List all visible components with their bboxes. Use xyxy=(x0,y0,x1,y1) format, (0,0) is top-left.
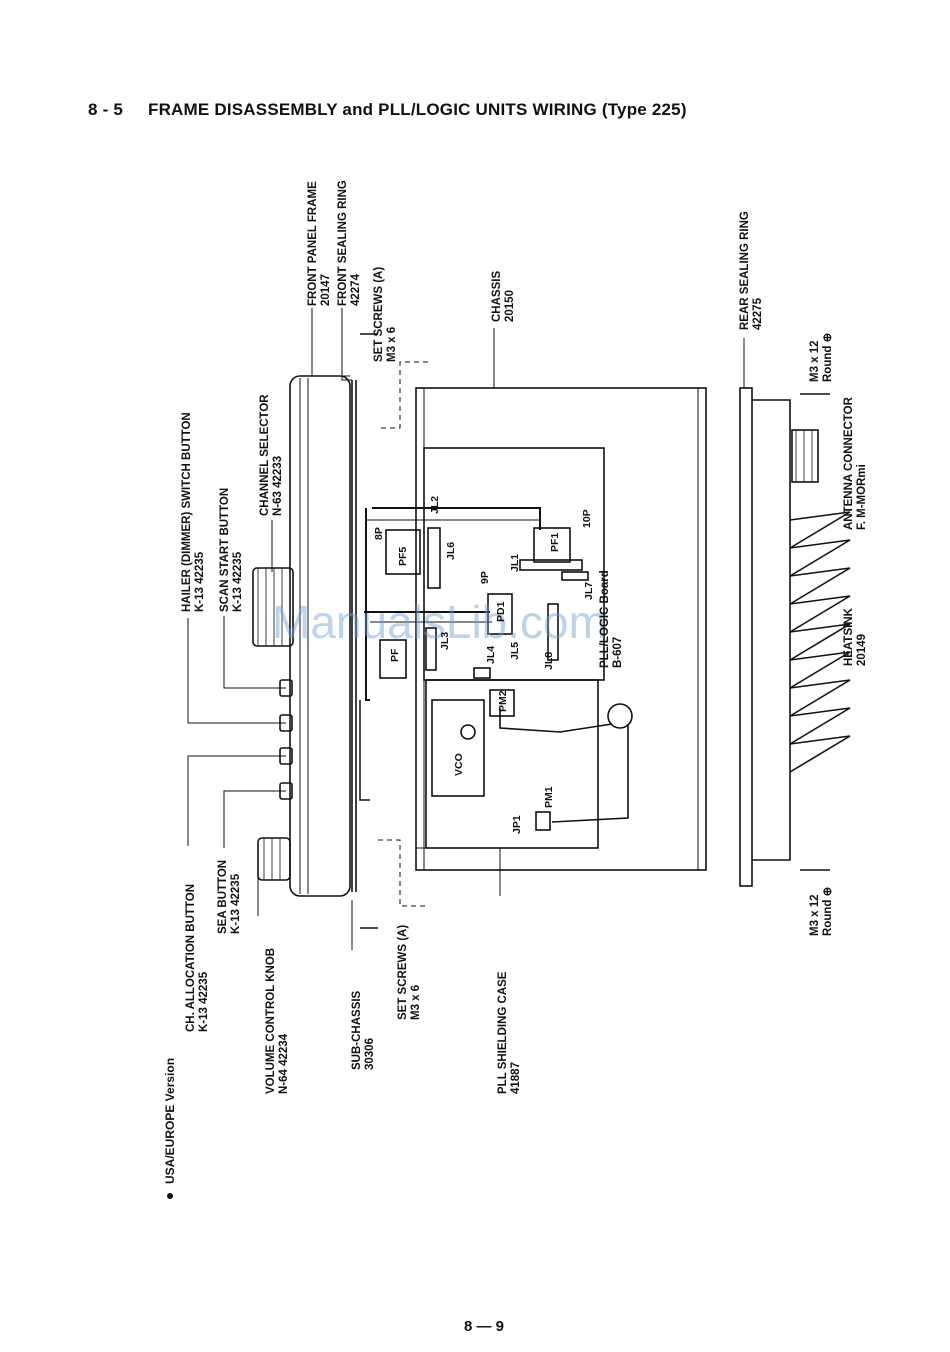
sea-button-line-1: K-13 42235 xyxy=(230,873,242,934)
antenna-connector-line-1: F. M-MORmi xyxy=(856,464,868,530)
board-label-pm2: PM2 xyxy=(497,690,509,712)
page-number: 8 — 9 xyxy=(464,1318,505,1335)
board-label-jl5: JL5 xyxy=(509,642,521,660)
board-label-jl8: JL8 xyxy=(543,652,555,670)
hailer-line-0: HAILER (DIMMER) SWITCH BUTTON xyxy=(181,412,193,612)
board-label-jl4: JL4 xyxy=(485,646,497,664)
sub-chassis-line-0: SUB-CHASSIS xyxy=(351,990,363,1070)
volume-knob-line-1: N-64 42234 xyxy=(278,1033,290,1094)
set-screws-bottom-label: SET SCREWS (A)M3 x 6 xyxy=(397,925,422,1020)
board-label-jp1: JP1 xyxy=(511,815,523,834)
board-label-pf5: PF5 xyxy=(397,547,409,566)
m3-bottom-line-0: M3 x 12 xyxy=(809,894,821,936)
board-label-pd1: PD1 xyxy=(495,601,507,622)
version-note: USA/EUROPE Version xyxy=(163,1058,177,1199)
channel-selector-line-0: CHANNEL SELECTOR xyxy=(259,394,271,516)
section-heading: 8 - 5 FRAME DISASSEMBLY and PLL/LOGIC UNI… xyxy=(88,100,687,120)
drawing-lines xyxy=(187,308,851,950)
m3-bottom-label: M3 x 12Round ⊕ xyxy=(809,886,834,936)
m3-top-line-0: M3 x 12 xyxy=(809,340,821,382)
hailer-line-1: K-13 42235 xyxy=(194,551,206,612)
front-sealing-ring-line-0: FRONT SEALING RING xyxy=(337,180,349,306)
set-screws-bottom-line-1: M3 x 6 xyxy=(410,985,422,1020)
heatsink-line-0: HEATSINK xyxy=(843,607,855,666)
front-panel-frame-line-0: FRONT PANEL FRAME xyxy=(307,181,319,306)
front-sealing-ring-label: FRONT SEALING RING42274 xyxy=(337,180,362,306)
pll-logic-board-line-0: PLL/LOGIC Board xyxy=(599,570,611,668)
pll-shielding-line-1: 41887 xyxy=(510,1062,522,1094)
chassis-label: CHASSIS20150 xyxy=(491,271,516,322)
pll-shielding-line-0: PLL SHIELDING CASE xyxy=(497,971,509,1094)
front-panel-frame-label: FRONT PANEL FRAME20147 xyxy=(307,181,332,306)
board-label-jl1: JL1 xyxy=(509,554,521,572)
heatsink-line-1: 20149 xyxy=(856,634,868,666)
section-title: FRAME DISASSEMBLY and PLL/LOGIC UNITS WI… xyxy=(148,100,687,119)
hailer-label: HAILER (DIMMER) SWITCH BUTTONK-13 42235 xyxy=(181,412,206,612)
volume-knob-label: VOLUME CONTROL KNOBN-64 42234 xyxy=(265,948,290,1094)
board-label-jl6: JL6 xyxy=(445,542,457,560)
set-screws-top-line-1: M3 x 6 xyxy=(386,327,398,362)
rear-sealing-ring-label: REAR SEALING RING42275 xyxy=(739,211,764,330)
sea-button-label: SEA BUTTONK-13 42235 xyxy=(217,860,242,934)
volume-knob-line-0: VOLUME CONTROL KNOB xyxy=(265,948,277,1094)
pll-logic-board-line-1: B-607 xyxy=(612,637,624,668)
board-label-p10: 10P xyxy=(581,509,593,528)
m3-top-line-1: Round ⊕ xyxy=(822,332,834,382)
channel-selector-line-1: N-63 42233 xyxy=(272,456,284,516)
scan-start-line-1: K-13 42235 xyxy=(232,551,244,612)
board-label-pf_left: PF xyxy=(389,648,401,662)
m3-top-label: M3 x 12Round ⊕ xyxy=(809,332,834,382)
chassis-line-1: 20150 xyxy=(504,290,516,322)
set-screws-top-line-0: SET SCREWS (A) xyxy=(373,267,385,362)
set-screws-bottom-line-0: SET SCREWS (A) xyxy=(397,925,409,1020)
antenna-connector-label: ANTENNA CONNECTORF. M-MORmi xyxy=(843,396,868,530)
scan-start-label: SCAN START BUTTONK-13 42235 xyxy=(219,488,244,612)
pll-shielding-label: PLL SHIELDING CASE41887 xyxy=(497,971,522,1094)
sub-chassis-label: SUB-CHASSIS30306 xyxy=(351,990,376,1070)
ch-allocation-line-0: CH. ALLOCATION BUTTON xyxy=(185,884,197,1032)
set-screws-top-label: SET SCREWS (A)M3 x 6 xyxy=(373,267,398,362)
channel-selector-label: CHANNEL SELECTORN-63 42233 xyxy=(259,394,284,516)
board-label-jl2: JL2 xyxy=(429,496,441,514)
front-panel-frame-line-1: 20147 xyxy=(320,274,332,306)
watermark: ManualsLib.com xyxy=(272,596,607,648)
rear-sealing-ring-line-1: 42275 xyxy=(752,297,764,330)
board-label-jl3: JL3 xyxy=(439,632,451,650)
front-sealing-ring-line-1: 42274 xyxy=(350,273,362,306)
bullet-icon xyxy=(167,1193,173,1199)
board-label-p8: 8P xyxy=(373,527,385,540)
ch-allocation-line-1: K-13 42235 xyxy=(198,971,210,1032)
board-label-jl7: JL7 xyxy=(583,582,595,600)
antenna-connector-line-0: ANTENNA CONNECTOR xyxy=(843,396,855,530)
section-number: 8 - 5 xyxy=(88,100,124,119)
version-label: USA/EUROPE Version xyxy=(163,1058,177,1184)
board-label-p9: 9P xyxy=(479,571,491,584)
pll-logic-board-label: PLL/LOGIC BoardB-607 xyxy=(599,570,624,668)
board-label-pf1: PF1 xyxy=(549,533,561,552)
rear-sealing-ring-line-0: REAR SEALING RING xyxy=(739,211,751,330)
sea-button-line-0: SEA BUTTON xyxy=(217,860,229,934)
board-label-vco: VCO xyxy=(453,753,465,776)
ch-allocation-label: CH. ALLOCATION BUTTONK-13 42235 xyxy=(185,884,210,1032)
heatsink-label: HEATSINK20149 xyxy=(843,607,868,666)
scan-start-line-0: SCAN START BUTTON xyxy=(219,488,231,612)
chassis-line-0: CHASSIS xyxy=(491,271,503,322)
sub-chassis-line-1: 30306 xyxy=(364,1038,376,1070)
m3-bottom-line-1: Round ⊕ xyxy=(822,886,834,936)
board-label-pm1: PM1 xyxy=(543,786,555,808)
watermark-text: ManualsLib.com xyxy=(272,596,607,648)
